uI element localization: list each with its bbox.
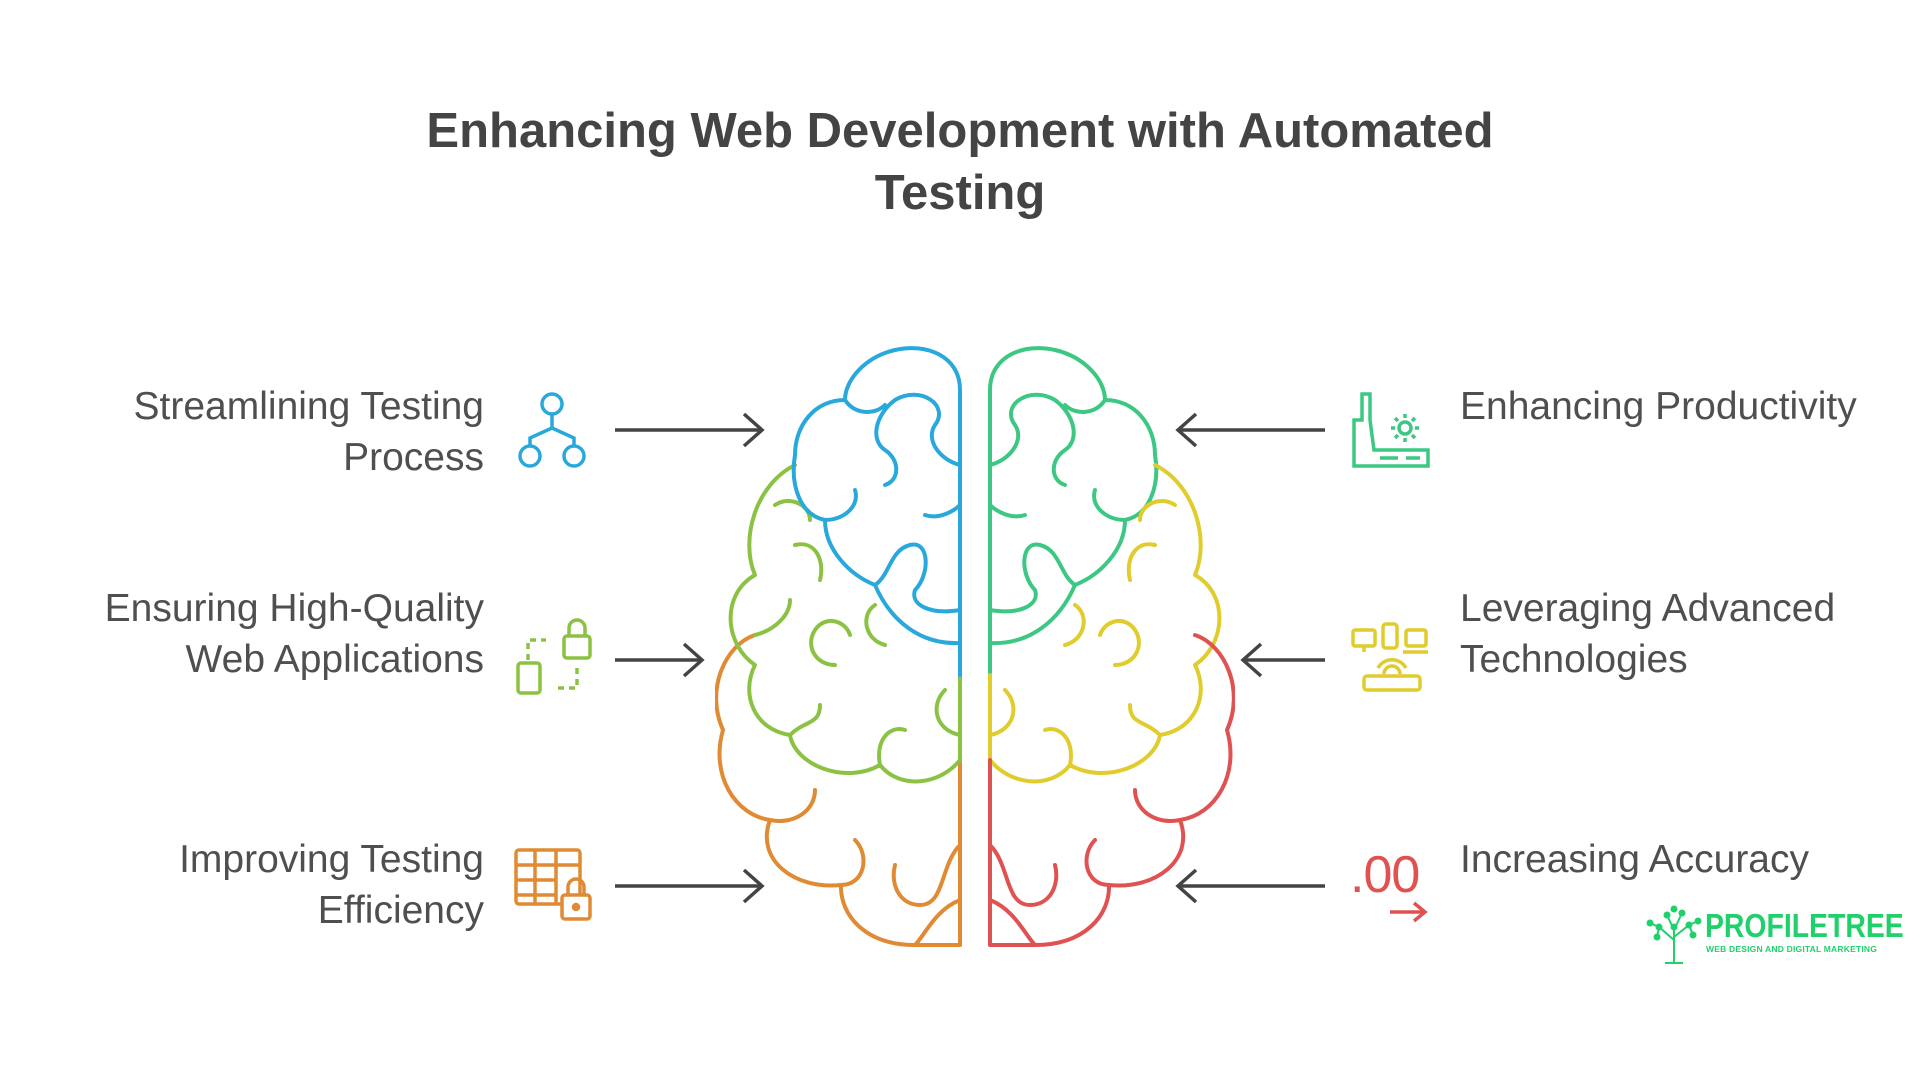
arrow-accuracy (1175, 868, 1325, 904)
tree-logo-icon (1646, 905, 1702, 964)
brain-left-top-lobe (791, 346, 962, 677)
label-enhancing-productivity: Enhancing Productivity (1460, 385, 1857, 428)
label-improving-efficiency: Improving Testing Efficiency (179, 838, 484, 932)
diagram-title: Enhancing Web Development with Automated… (426, 104, 1494, 220)
arrow-technologies (1240, 642, 1325, 678)
brain-left-middle-lobe (728, 463, 962, 784)
label-ensuring-quality: Ensuring High-Quality Web Applications (104, 587, 484, 681)
svg-text:.00: .00 (1350, 846, 1419, 904)
decimal-arrow-icon: .00 (1350, 846, 1428, 923)
label-increasing-accuracy: Increasing Accuracy (1460, 838, 1810, 881)
table-lock-icon (514, 848, 592, 921)
brain-right-bottom-lobe (988, 633, 1235, 947)
logo-tagline: WEB DESIGN AND DIGITAL MARKETING (1706, 944, 1878, 954)
arrow-ensuring (615, 642, 705, 678)
arrow-productivity (1175, 412, 1325, 448)
logo-name: PROFILETREE (1705, 907, 1904, 944)
arrow-streamlining (615, 412, 765, 448)
label-streamlining-testing-process: Streamlining Testing Process (133, 385, 484, 479)
lock-document-icon (516, 618, 592, 695)
profiletree-logo: PROFILETREE WEB DESIGN AND DIGITAL MARKE… (1645, 905, 1920, 965)
brain-right-top-lobe (988, 346, 1159, 677)
factory-icon (1352, 392, 1430, 468)
brain-diagram (715, 346, 1235, 947)
arrow-improving (615, 868, 765, 904)
label-leveraging-technologies: Leveraging Advanced Technologies (1460, 587, 1836, 681)
devices-router-icon (1351, 622, 1428, 692)
brain-right-middle-lobe (988, 463, 1222, 784)
brain-left-bottom-lobe (715, 633, 962, 947)
flow-branch-icon (518, 392, 586, 468)
